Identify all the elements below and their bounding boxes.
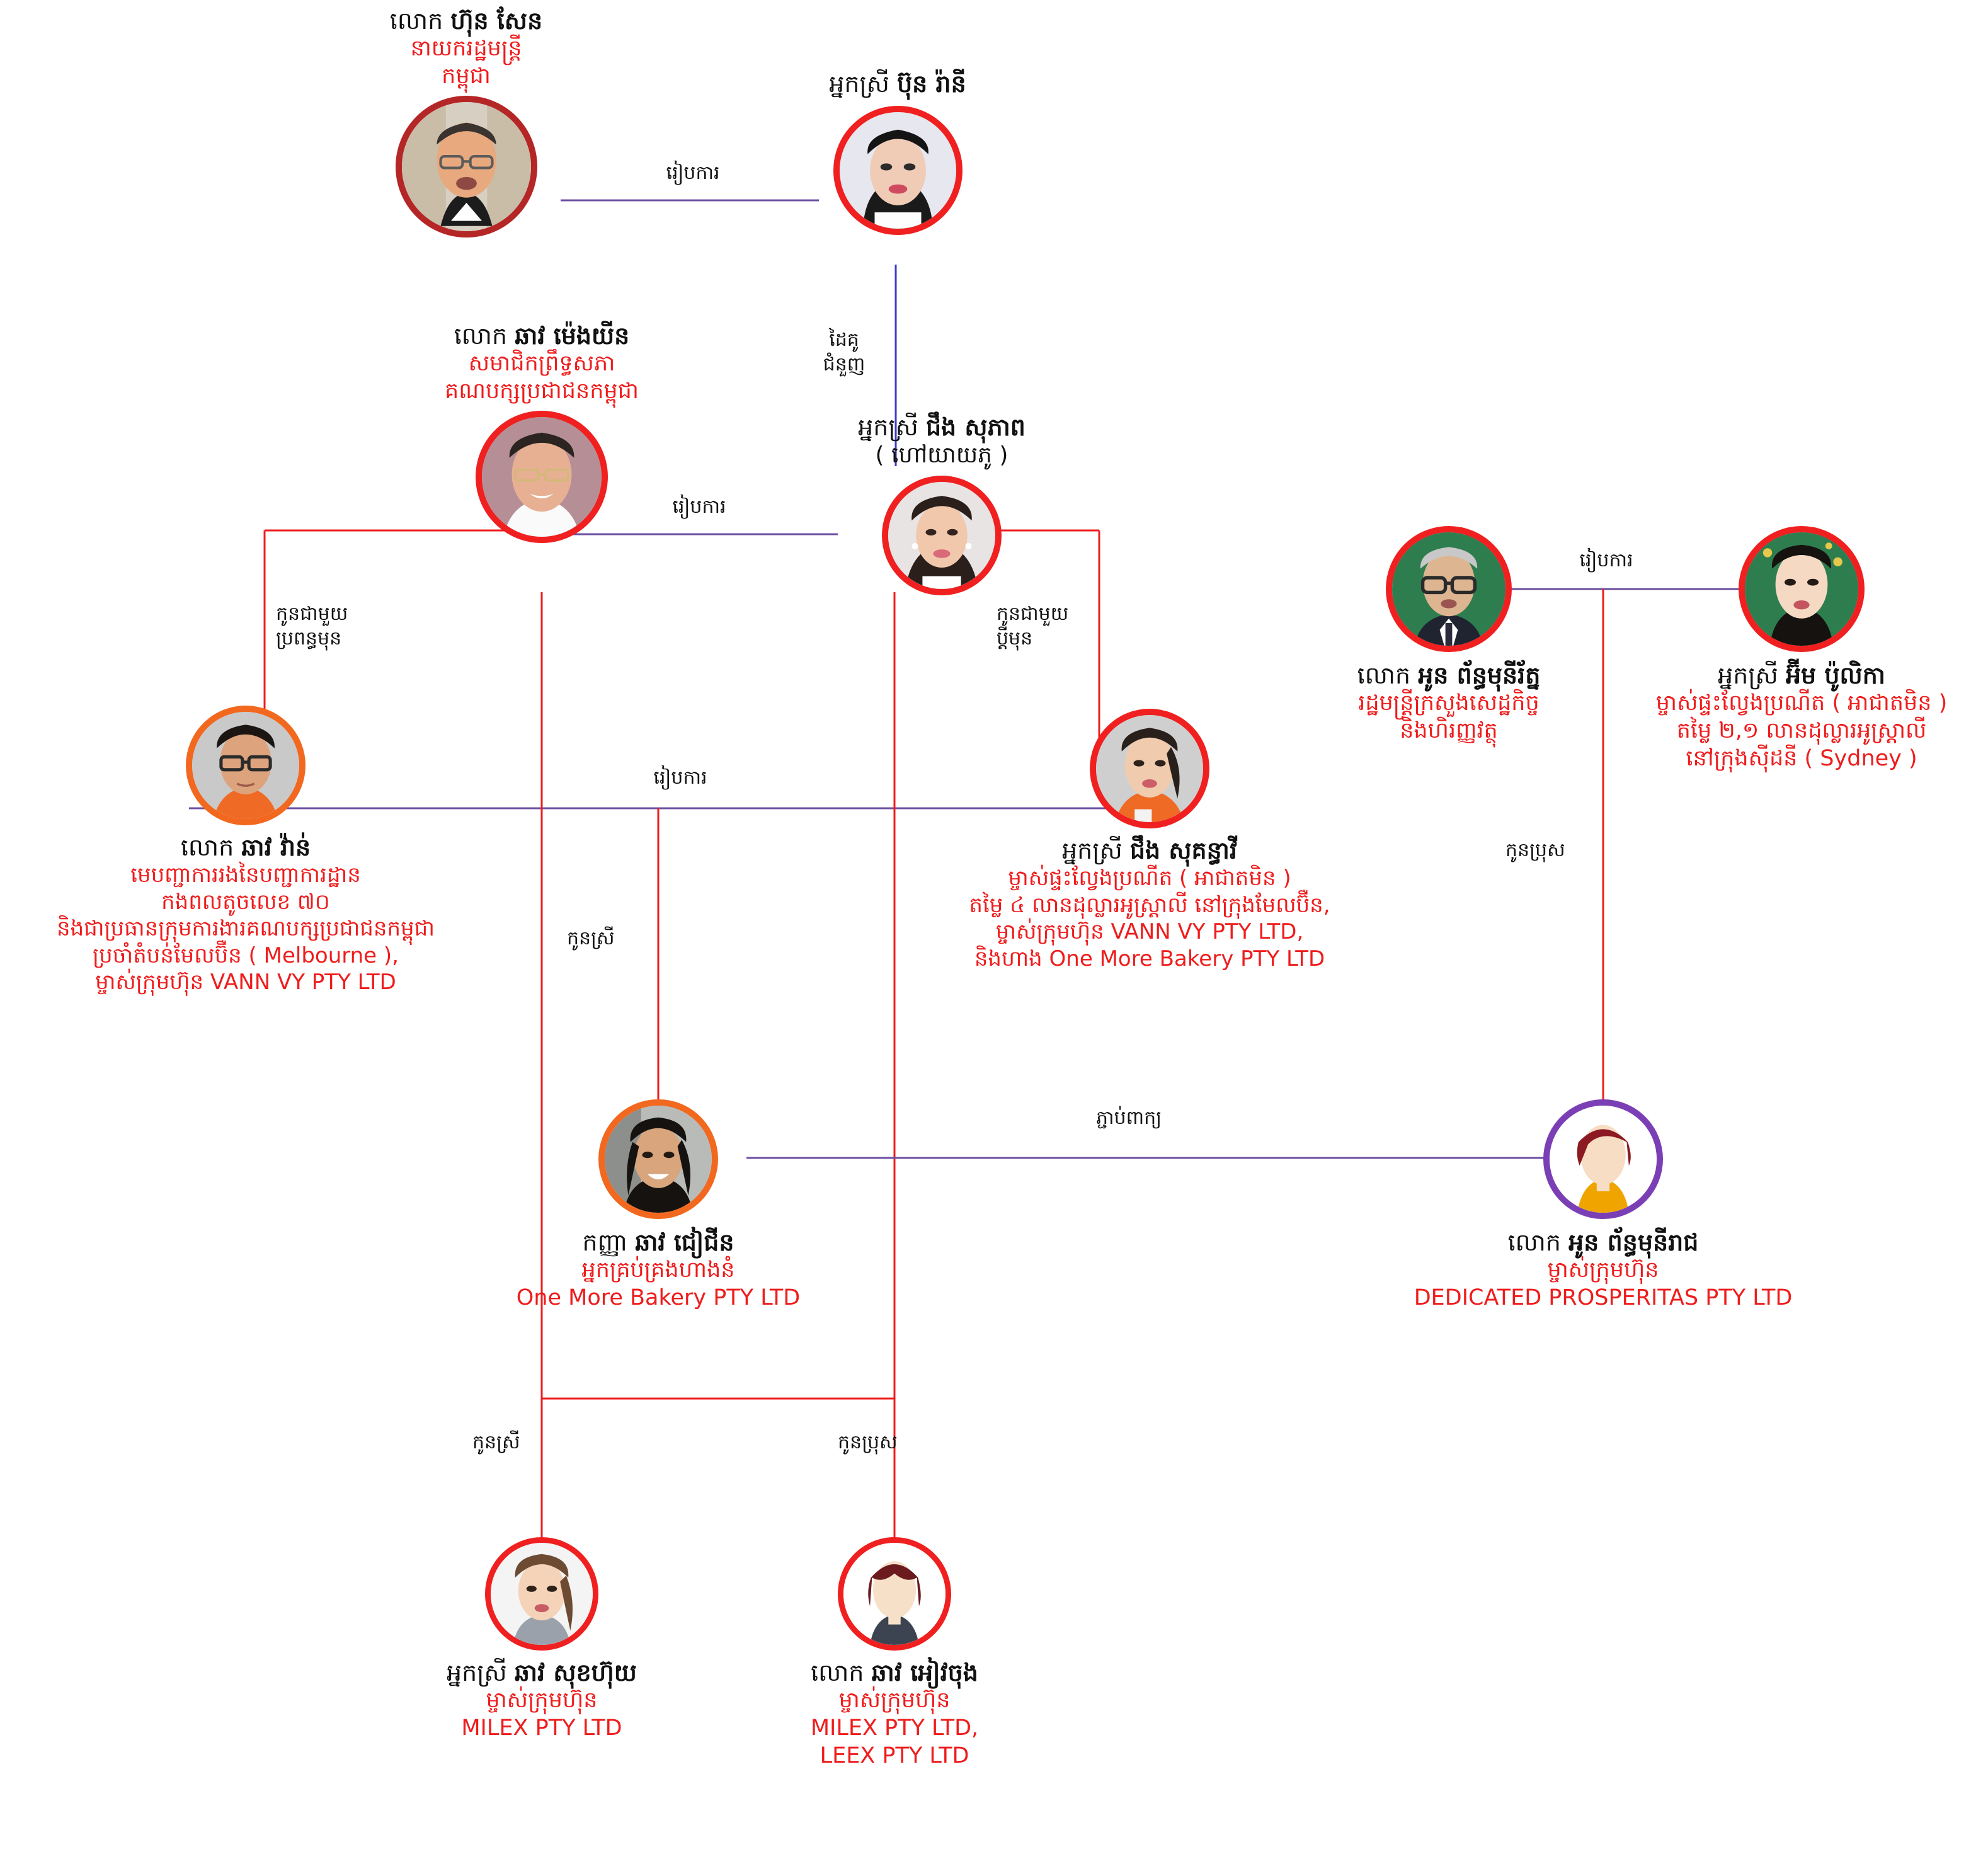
person-node-on-phanmunirith[interactable]: លោក អូន ព័ន្ធមុនីរ័ត្ន រដ្ឋមន្ត្រីក្រសួង… [1254,526,1644,745]
person-name: លោក ឆាវ វ៉ាន់ [180,833,311,861]
person-name: អ្នកស្រី ឆាវ សុខហ៊ុយ [447,1659,637,1686]
person-name: លោក ហ៊ុន សែន [389,7,543,35]
person-description: ម្ចាស់ក្រុមហ៊ុន MILEX PTY LTD, LEEX PTY … [810,1688,979,1768]
avatar [598,1099,718,1219]
person-node-bun-rany[interactable]: អ្នកស្រី ប៊ុន រ៉ានី [784,69,1011,236]
person-node-chhav-van[interactable]: លោក ឆាវ វ៉ាន់ មេបញ្ជាការរងនៃបញ្ជាការដ្ឋា… [13,706,479,996]
person-description: សមាជិកព្រឹទ្ធសភា គណបក្សប្រជាជនកម្ពុជា [445,351,639,404]
person-node-cheng-sophap[interactable]: អ្នកស្រី ជឹង សុភាព ( ហៅយាយភូ ) [803,413,1080,596]
person-node-chhav-reavchong[interactable]: លោក ឆាវ អៀវចុង ម្ចាស់ក្រុមហ៊ុន MILEX PTY… [737,1537,1052,1770]
avatar [485,1537,598,1651]
person-description: រដ្ឋមន្ត្រីក្រសួងសេដ្ឋកិច្ច និងហិរញ្ញវត្… [1358,690,1540,744]
photo-chhav-chhean [605,1106,712,1213]
person-name-block: អ្នកស្រី ប៊ុន រ៉ានី [784,69,1011,98]
edge-label-marriage-hunsen-bunrany: រៀបការ [666,162,720,184]
person-label-block: លោក អូន ព័ន្ធមុនីរ័ត្ន រដ្ឋមន្ត្រីក្រសួង… [1357,661,1541,745]
person-name: អ្នកស្រី ជឹង សុគន្ធាវី [1062,837,1237,864]
person-description: ម្ចាស់ក្រុមហ៊ុន DEDICATED PROSPERITAS PT… [1414,1257,1793,1311]
edge-label-son-phanmunirach: កូនប្រុស [1505,839,1565,861]
avatar [395,95,537,238]
photo-hun-sen [401,101,531,231]
person-label-block: លោក អូន ព័ន្ធមុនីរាជ ម្ចាស់ក្រុមហ៊ុន DED… [1414,1228,1793,1312]
avatar [186,706,306,825]
person-name-block: លោក ហ៊ុន សែន នាយករដ្ឋមន្ត្រី កម្ពុជា [372,6,561,91]
person-name: កញ្ញា ឆាវ ជៀជីន [582,1228,734,1256]
edge-label-marriage-on-im: រៀបការ [1579,549,1633,571]
photo-chhav-mengyin [482,416,602,537]
person-label-block: អ្នកស្រី ឆាវ សុខហ៊ុយ ម្ចាស់ក្រុមហ៊ុន MIL… [447,1658,637,1743]
person-node-chhav-sokhhuy[interactable]: អ្នកស្រី ឆាវ សុខហ៊ុយ ម្ចាស់ក្រុមហ៊ុន MIL… [384,1537,699,1743]
photo-bun-rany [839,112,956,229]
edge-label-marriage-van-sokunthea: រៀបការ [653,767,707,789]
photo-cheng-sophap [888,482,995,590]
person-description: មេបញ្ជាការរងនៃបញ្ជាការដ្ឋាន កងពលតូចលេខ ៧… [57,862,435,995]
person-node-cheng-sokunthea[interactable]: អ្នកស្រី ជឹង សុគន្ធាវី ម្ចាស់ផ្ទះល្វែងប្… [888,709,1411,972]
edge-label-marriage-mengyin-sophap: រៀបការ [672,496,726,518]
person-name: លោក ឆាវ ម៉េងយីន [454,322,630,350]
person-name: អ្នកស្រី ជឹង សុភាព [858,413,1025,441]
person-node-chhav-chhean[interactable]: កញ្ញា ឆាវ ជៀជីន អ្នកគ្រប់គ្រងហាងនំ One M… [498,1099,819,1312]
avatar [838,1537,951,1651]
avatar [476,410,608,543]
person-description: នាយករដ្ឋមន្ត្រី កម្ពុជា [410,36,522,89]
edge-label-child-previous-wife: កូនជាមួយ ប្រពន្ធមុន [276,603,348,650]
person-label-block: លោក ឆាវ វ៉ាន់ មេបញ្ជាការរងនៃបញ្ជាការដ្ឋា… [57,833,435,996]
person-name-block: អ្នកស្រី ជឹង សុភាព ( ហៅយាយភូ ) [803,413,1080,469]
person-description: អ្នកគ្រប់គ្រងហាងនំ One More Bakery PTY L… [516,1257,801,1311]
person-description: ម្ចាស់ផ្ទះល្វែងប្រណីត ( អាជាតមិន ) តម្លៃ… [1655,690,1948,771]
person-node-chhav-mengyin[interactable]: លោក ឆាវ ម៉េងយីន សមាជិកព្រឹទ្ធសភា គណបក្សប… [334,321,750,543]
avatar [1543,1099,1663,1219]
edge-label-child-previous-husband: កូនជាមួយ ប្ដីមុន [997,603,1069,650]
edge-label-business-partner: ដៃគូ ជំនួញ [823,329,865,375]
person-node-im-bolika[interactable]: អ្នកស្រី អ៊ីម ប៉ូលិកា ម្ចាស់ផ្ទះល្វែងប្រ… [1619,526,1984,773]
photo-chhav-reavchong-placeholder [843,1543,945,1645]
person-alias: ( ហៅយាយភូ ) [875,442,1008,469]
person-label-block: កញ្ញា ឆាវ ជៀជីន អ្នកគ្រប់គ្រងហាងនំ One M… [517,1228,801,1312]
person-description: ម្ចាស់ក្រុមហ៊ុន MILEX PTY LTD [461,1688,622,1741]
person-name: លោក អូន ព័ន្ធមុនីរាជ [1507,1228,1699,1256]
person-description: ម្ចាស់ផ្ទះល្វែងប្រណីត ( អាជាតមិន ) តម្លៃ… [969,866,1330,971]
person-name-block: លោក ឆាវ ម៉េងយីន សមាជិកព្រឹទ្ធសភា គណបក្សប… [334,321,750,406]
person-name: លោក ឆាវ អៀវចុង [811,1659,978,1686]
photo-on-phanmunirith [1392,532,1505,646]
edge-label-engagement: ភ្ជាប់ពាក្យ [1096,1107,1162,1129]
person-label-block: លោក ឆាវ អៀវចុង ម្ចាស់ក្រុមហ៊ុន MILEX PTY… [811,1658,978,1770]
photo-cheng-sokunthea [1096,715,1203,822]
photo-on-phanmunirach-placeholder [1550,1106,1657,1213]
avatar [1739,526,1865,652]
photo-im-bolika [1745,532,1858,646]
person-node-on-phanmunirach[interactable]: លោក អូន ព័ន្ធមុនីរាជ ម្ចាស់ក្រុមហ៊ុន DED… [1291,1099,1915,1312]
avatar [882,476,1002,596]
photo-chhav-sokhhuy [491,1543,593,1645]
avatar [833,106,963,236]
person-name: លោក អូន ព័ន្ធមុនីរ័ត្ន [1357,661,1541,689]
person-label-block: អ្នកស្រី ជឹង សុគន្ធាវី ម្ចាស់ផ្ទះល្វែងប្… [969,836,1330,972]
person-name: អ្នកស្រី ប៊ុន រ៉ានី [829,70,966,98]
edge-label-daughter-chhean: កូនស្រី [567,927,615,949]
avatar [1386,526,1512,652]
person-label-block: អ្នកស្រី អ៊ីម ប៉ូលិកា ម្ចាស់ផ្ទះល្វែងប្រ… [1656,661,1947,773]
person-name: អ្នកស្រី អ៊ីម ប៉ូលិកា [1718,661,1885,689]
photo-chhav-van [192,712,299,819]
avatar [1090,709,1209,828]
edge-label-daughter-sokhhuy: កូនស្រី [472,1431,520,1453]
edge-label-son-reavchong: កូនប្រុស [838,1431,898,1453]
person-node-hun-sen[interactable]: លោក ហ៊ុន សែន នាយករដ្ឋមន្ត្រី កម្ពុជា [372,6,561,238]
